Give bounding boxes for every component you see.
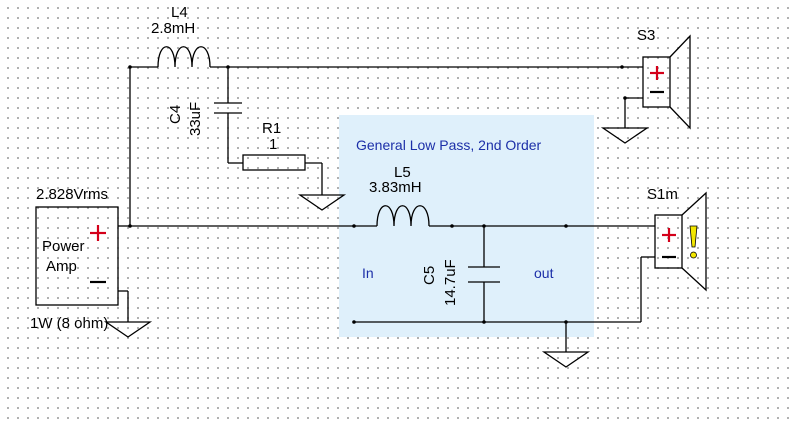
inductor-l4-value: 2.8mH xyxy=(151,20,195,37)
speaker-s3-name: S3 xyxy=(637,27,655,44)
capacitor-c5-value: 14.7uF xyxy=(442,259,459,306)
speaker-s1m-name: S1m xyxy=(647,186,678,203)
lowpass-block-title: General Low Pass, 2nd Order xyxy=(356,137,542,153)
amp-rating-label: 1W (8 ohm) xyxy=(30,315,108,332)
ground-icon-r1 xyxy=(297,194,347,211)
resistor-r1[interactable] xyxy=(242,154,306,171)
amp-name-label-1: Power xyxy=(42,238,85,255)
capacitor-c4-value: 33uF xyxy=(187,102,204,136)
amp-name-label-2: Amp xyxy=(46,258,77,275)
inductor-l5-name: L5 xyxy=(394,164,411,181)
inductor-l4[interactable] xyxy=(157,46,211,68)
speaker-s3[interactable] xyxy=(642,34,691,130)
resistor-r1-value: 1 xyxy=(269,136,277,153)
capacitor-c5-name: C5 xyxy=(421,266,438,285)
ground-icon-lowpass xyxy=(541,351,591,368)
power-amp[interactable] xyxy=(35,206,119,306)
capacitor-c4-name: C4 xyxy=(167,105,184,124)
ground-icon-amp xyxy=(103,321,153,338)
warning-icon xyxy=(689,225,698,259)
resistor-r1-name: R1 xyxy=(262,120,281,137)
capacitor-c4[interactable] xyxy=(214,102,242,114)
inductor-l5-value: 3.83mH xyxy=(369,179,422,196)
speaker-s1m[interactable] xyxy=(654,191,707,292)
inductor-l5[interactable] xyxy=(376,205,430,227)
capacitor-c5[interactable] xyxy=(468,266,500,283)
inductor-l4-name: L4 xyxy=(171,4,188,21)
ground-icon-s3 xyxy=(600,127,650,144)
amp-voltage-label: 2.828Vrms xyxy=(36,186,108,203)
lowpass-in-label: In xyxy=(362,265,374,281)
lowpass-out-label: out xyxy=(534,265,554,281)
wiring xyxy=(118,66,655,352)
junction-dots xyxy=(128,65,627,324)
